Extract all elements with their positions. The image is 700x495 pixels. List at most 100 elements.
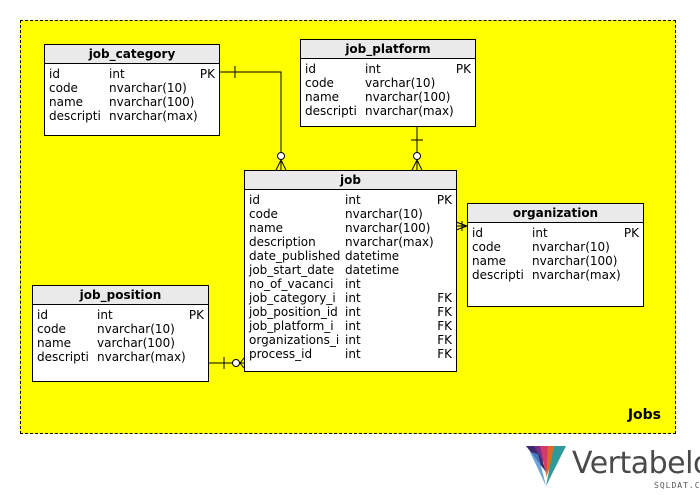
column-type: varchar(100)	[97, 336, 175, 350]
column-type: varchar(10)	[365, 76, 436, 90]
column-type: nvarchar(max)	[97, 350, 186, 364]
column-type: int	[532, 226, 548, 240]
column-type: nvarchar(max)	[532, 268, 621, 282]
column-name: name	[37, 336, 72, 350]
column-key: FK	[437, 347, 452, 361]
column-name: id	[472, 226, 483, 240]
column-row[interactable]: name nvarchar(100)	[472, 254, 639, 268]
column-row[interactable]: organizations_i int FK	[249, 333, 452, 347]
column-name: code	[249, 207, 278, 221]
column-row[interactable]: code nvarchar(10)	[472, 240, 639, 254]
column-type: datetime	[345, 263, 400, 277]
column-row[interactable]: process_id int FK	[249, 347, 452, 361]
column-key: FK	[437, 333, 452, 347]
column-row[interactable]: id int PK	[249, 193, 452, 207]
column-name: name	[305, 90, 340, 104]
column-row[interactable]: id int PK	[305, 62, 471, 76]
column-name: job_position_id	[249, 305, 338, 319]
column-name: process_id	[249, 347, 313, 361]
column-name: code	[37, 322, 66, 336]
column-type: nvarchar(100)	[532, 254, 618, 268]
logo-text: Vertabelo	[572, 446, 700, 481]
column-key: FK	[437, 305, 452, 319]
table-title: organization	[468, 204, 643, 223]
column-row[interactable]: descripti nvarchar(max)	[472, 268, 639, 282]
column-name: job_platform_i	[249, 319, 334, 333]
column-type: int	[97, 308, 113, 322]
logo-subtext: SQLDAT.COM	[654, 481, 700, 490]
column-name: organizations_i	[249, 333, 340, 347]
column-type: nvarchar(10)	[532, 240, 610, 254]
column-name: id	[305, 62, 316, 76]
column-row[interactable]: job_category_i int FK	[249, 291, 452, 305]
column-row[interactable]: descripti nvarchar(max)	[49, 109, 215, 123]
column-name: job_category_i	[249, 291, 336, 305]
column-row[interactable]: descripti nvarchar(max)	[37, 350, 204, 364]
column-name: descripti	[472, 268, 524, 282]
column-type: nvarchar(max)	[109, 109, 198, 123]
column-name: descripti	[49, 109, 101, 123]
column-type: int	[365, 62, 381, 76]
column-row[interactable]: name varchar(100)	[37, 336, 204, 350]
column-key: PK	[188, 308, 204, 322]
column-row[interactable]: description nvarchar(max)	[249, 235, 452, 249]
table-title: job_platform	[301, 40, 475, 59]
column-type: int	[345, 291, 361, 305]
column-type: nvarchar(10)	[97, 322, 175, 336]
column-key: FK	[437, 319, 452, 333]
column-type: nvarchar(max)	[345, 235, 434, 249]
column-row[interactable]: job_platform_i int FK	[249, 319, 452, 333]
column-key: PK	[623, 226, 639, 240]
column-type: int	[345, 319, 361, 333]
table-title: job_category	[45, 45, 219, 64]
subject-area-label: Jobs	[627, 407, 661, 423]
link-job-category-job	[220, 71, 282, 153]
column-row[interactable]: id int PK	[37, 308, 204, 322]
column-type: nvarchar(10)	[109, 81, 187, 95]
column-type: nvarchar(100)	[109, 95, 195, 109]
column-type: int	[345, 193, 361, 207]
column-type: int	[345, 277, 361, 291]
column-row[interactable]: id int PK	[472, 226, 639, 240]
vertabelo-logo-icon	[526, 446, 566, 486]
column-name: id	[249, 193, 260, 207]
column-type: int	[109, 67, 125, 81]
column-type: int	[345, 347, 361, 361]
column-name: descripti	[305, 104, 357, 118]
column-name: id	[37, 308, 48, 322]
column-row[interactable]: code nvarchar(10)	[249, 207, 452, 221]
column-type: datetime	[345, 249, 400, 263]
column-name: code	[472, 240, 501, 254]
column-type: int	[345, 305, 361, 319]
column-row[interactable]: job_start_date datetime	[249, 263, 452, 277]
column-name: job_start_date	[249, 263, 335, 277]
column-type: nvarchar(max)	[365, 104, 454, 118]
column-row[interactable]: descripti nvarchar(max)	[305, 104, 471, 118]
column-name: name	[472, 254, 507, 268]
column-type: nvarchar(10)	[345, 207, 423, 221]
column-name: name	[249, 221, 284, 235]
column-name: description	[249, 235, 316, 249]
column-key: FK	[437, 291, 452, 305]
column-name: descripti	[37, 350, 89, 364]
column-key: PK	[436, 193, 452, 207]
column-row[interactable]: job_position_id int FK	[249, 305, 452, 319]
table-title: job_position	[33, 286, 208, 305]
column-key: PK	[455, 62, 471, 76]
column-row[interactable]: code nvarchar(10)	[37, 322, 204, 336]
column-type: int	[345, 333, 361, 347]
